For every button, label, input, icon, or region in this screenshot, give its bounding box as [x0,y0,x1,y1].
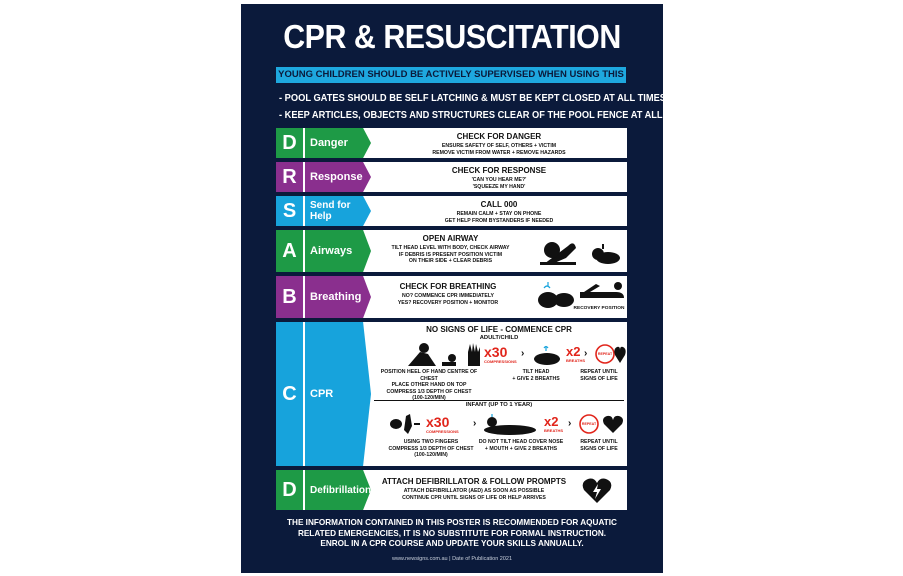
infant-breath-icon [484,414,536,435]
head-tilt-icon [540,242,576,265]
compressions-label: COMPRESSIONS [484,359,517,364]
arrow-icon: › [473,418,477,429]
step-response: R Response CHECK FOR RESPONSE 'CAN YOU H… [276,162,627,192]
step-letter: R [276,162,303,192]
step-line: NO? COMMENCE CPR IMMEDIATELY [402,293,494,299]
step-defibrillation: D Defibrillation ATTACH DEFIBRILLATOR & … [276,470,627,510]
infant-col1-line: (100-120/MIN) [414,452,448,458]
infant-col3-line: REPEAT UNTIL [580,439,618,445]
adult-col1-line: (100-120/MIN) [412,395,446,401]
adult-breath-icon [534,345,560,365]
step-title: CHECK FOR BREATHING [399,282,497,291]
recovery-side-icon [592,244,620,264]
step-letter: S [276,196,303,226]
adult-col3-line: REPEAT UNTIL [580,369,618,375]
step-line: TILT HEAD LEVEL WITH BODY, CHECK AIRWAY [391,245,510,251]
x30-adult: x30 [484,344,508,360]
step-label: Defibrillation [305,470,371,510]
recovery-position-icon [580,282,624,298]
adult-heading: ADULT/CHILD [479,335,519,341]
step-line: CONTINUE CPR UNTIL SIGNS OF LIFE OR HELP… [402,494,546,501]
x2-adult: x2 [566,344,581,359]
aed-heart-icon [582,478,612,503]
step-line: ATTACH DEFIBRILLATOR (AED) AS SOON AS PO… [403,488,545,494]
divider [374,400,624,401]
breaths-label: BREATHS [544,428,564,433]
step-title: ATTACH DEFIBRILLATOR & FOLLOW PROMPTS [381,477,567,486]
hand-on-hand-icon [468,343,480,366]
arrow-icon: › [568,418,572,429]
step-title: CALL 000 [480,200,518,209]
infant-col3-line: SIGNS OF LIFE [580,445,618,452]
step-label: Breathing [305,276,371,318]
infant-heading: INFANT (UP TO 1 YEAR) [465,402,533,408]
adult-col2-line: TILT HEAD [522,369,550,375]
footer-line: RELATED EMERGENCIES, IT IS NO SUBSTITUTE… [297,528,607,538]
step-label: CPR [305,322,371,466]
step-letter: C [276,322,303,466]
adult-col3-line: SIGNS OF LIFE [580,375,618,382]
adult-compression-icon [408,343,456,366]
adult-col1-line: POSITION HEEL OF HAND CENTRE OF CHEST [380,369,478,382]
step-letter: D [276,470,303,510]
two-finger-icon [390,414,420,434]
breathing-check-icon [538,282,574,308]
repeat-cycle-icon [595,344,615,364]
step-label: Airways [305,230,371,272]
step-cpr: C CPR NO SIGNS OF LIFE - COMMENCE CPR AD… [276,322,627,466]
repeat-label: REPEAT [581,422,597,426]
step-letter: B [276,276,303,318]
step-label: Response [305,162,371,192]
compressions-label: COMPRESSIONS [426,429,459,434]
repeat-cycle-icon [579,414,599,434]
breaths-label: BREATHS [566,358,586,363]
step-line: ENSURE SAFETY OF SELF, OTHERS + VICTIM [441,143,557,149]
recovery-position-label: RECOVERY POSITION [573,306,625,311]
infant-col2-line: + MOUTH + GIVE 2 BREATHS [484,445,558,452]
step-send-for-help: S Send for Help CALL 000 REMAIN CALM + S… [276,196,627,226]
infant-col2-line: DO NOT TILT HEAD COVER NOSE [478,439,564,445]
bullet-keep-clear: - KEEP ARTICLES, OBJECTS AND STRUCTURES … [279,110,694,121]
step-line: GET HELP FROM BYSTANDERS IF NEEDED [444,217,554,224]
step-label: Danger [305,128,371,158]
bullet-pool-gates: - POOL GATES SHOULD BE SELF LATCHING & M… [279,93,666,104]
step-title: NO SIGNS OF LIFE - COMMENCE CPR [426,325,572,334]
repeat-label: REPEAT [597,352,613,356]
step-breathing: B Breathing CHECK FOR BREATHING NO? COMM… [276,276,627,318]
step-title: OPEN AIRWAY [422,234,479,243]
heart-pulse-icon [614,346,626,363]
step-line: IF DEBRIS IS PRESENT POSITION VICTIM [398,251,503,258]
step-airways: A Airways OPEN AIRWAY TILT HEAD LEVEL WI… [276,230,627,272]
step-title: CHECK FOR DANGER [456,132,542,141]
publication-info: www.newsigns.com.au | Date of Publicatio… [391,556,513,562]
step-line: ON THEIR SIDE + CLEAR DEBRIS [408,258,493,264]
poster-title: CPR & RESUSCITATION [283,18,621,55]
infant-col1-line: USING TWO FINGERS [403,439,459,445]
supervision-banner: YOUNG CHILDREN SHOULD BE ACTIVELY SUPERV… [276,67,626,96]
heart-pulse-icon [603,415,623,433]
x30-infant: x30 [426,414,450,430]
cpr-poster: CPR & RESUSCITATION YOUNG CHILDREN SHOUL… [241,4,693,573]
x2-infant: x2 [544,414,559,429]
step-line: YES? RECOVERY POSITION + MONITOR [397,299,499,306]
step-label: Send for Help [305,196,371,226]
infant-col1-line: COMPRESS 1/3 DEPTH OF CHEST [388,445,474,452]
footer-line: THE INFORMATION CONTAINED IN THIS POSTER… [287,518,617,527]
step-line: 'CAN YOU HEAR ME?' [471,177,527,183]
arrow-icon: › [584,348,588,359]
adult-col1-line: PLACE OTHER HAND ON TOP [391,382,467,388]
adult-col2-line: + GIVE 2 BREATHS [512,375,560,382]
step-title: CHECK FOR RESPONSE [451,166,547,175]
arrow-icon: › [521,348,525,359]
step-letter: D [276,128,303,158]
adult-col1-line: COMPRESS 1/3 DEPTH OF CHEST [386,388,472,395]
step-line: 'SQUEEZE MY HAND' [472,183,526,190]
step-letter: A [276,230,303,272]
step-line: REMOVE VICTIM FROM WATER + REMOVE HAZARD… [432,149,566,156]
footer-line: ENROL IN A CPR COURSE AND UPDATE YOUR SK… [320,539,584,548]
step-danger: D Danger CHECK FOR DANGER ENSURE SAFETY … [276,128,627,158]
step-line: REMAIN CALM + STAY ON PHONE [456,211,542,217]
